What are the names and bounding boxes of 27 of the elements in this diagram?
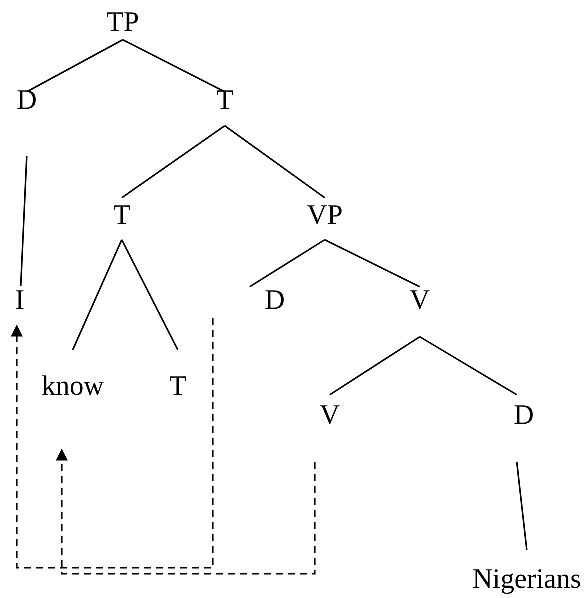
tree-branch <box>250 239 326 288</box>
node-label: VP <box>307 201 343 231</box>
node-label: TP <box>106 8 140 38</box>
tree-branch <box>516 462 528 550</box>
node-label: D <box>16 86 38 116</box>
tree-branch <box>122 39 226 93</box>
tree-branch <box>122 125 226 199</box>
movement-arrow <box>56 448 316 575</box>
node-label: D <box>514 401 534 431</box>
node-label: D <box>264 286 286 316</box>
node-label: V <box>410 286 430 316</box>
tree-branch <box>20 156 28 286</box>
node-label: know <box>42 372 104 402</box>
node-label: T <box>113 201 131 231</box>
tree-branch <box>324 239 420 288</box>
tree-branch <box>420 336 518 396</box>
tree-branch <box>26 39 124 93</box>
tree-branch <box>224 125 326 199</box>
tree-branch <box>330 336 420 396</box>
node-label: T <box>169 372 187 402</box>
movement-arrow <box>11 318 214 569</box>
tree-branch <box>72 240 123 350</box>
node-label: Nigerians <box>472 565 582 595</box>
tree-branch <box>121 240 179 350</box>
node-label: V <box>320 401 340 431</box>
node-label: I <box>15 286 25 316</box>
node-label: T <box>216 86 234 116</box>
